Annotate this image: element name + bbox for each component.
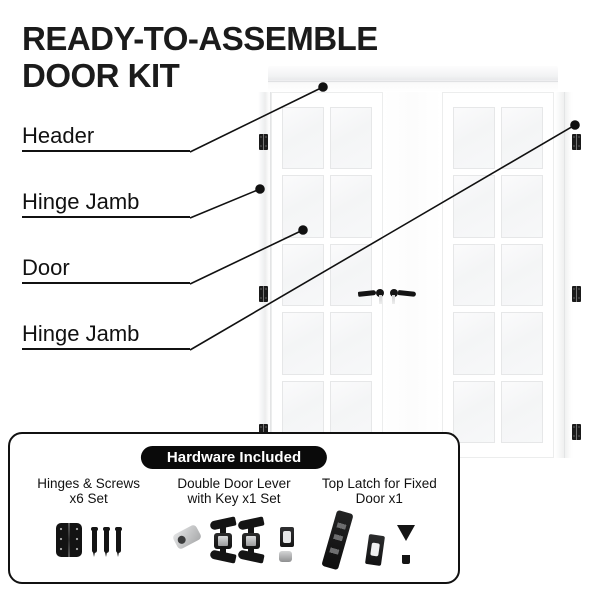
callout-hinge-jamb-bottom-label: Hinge Jamb [22, 321, 140, 346]
jamb-right-hinge-1 [572, 134, 581, 150]
latch-strike-plate-icon [365, 534, 386, 566]
key-icon [278, 551, 292, 562]
door-left-lite-grid [282, 107, 372, 443]
title-line-1: READY-TO-ASSEMBLE [22, 20, 378, 57]
lite [501, 312, 543, 375]
jamb-right-hinge-2 [572, 286, 581, 302]
callout-header-rule [22, 150, 190, 152]
lite [282, 312, 324, 375]
door-header-molding [268, 66, 558, 92]
lite [501, 175, 543, 238]
callout-door-label: Door [22, 255, 70, 280]
hardware-item-double-lever-caption: Double Door Lever with Key x1 Set [177, 476, 291, 506]
lite [453, 312, 495, 375]
screw-icon [115, 527, 123, 557]
screw-icon [91, 527, 99, 557]
callout-hinge-jamb-bottom-rule [22, 348, 190, 350]
lite [501, 107, 543, 170]
callout-hinge-jamb-top-label: Hinge Jamb [22, 189, 140, 214]
double-lever-set-icon [161, 506, 306, 574]
jamb-left-hinge-1 [259, 134, 268, 150]
latch-bracket-icon [397, 525, 416, 564]
hardware-items-row: Hinges & Screws x6 Set Double Door Lever… [16, 476, 452, 574]
door-lever-right-icon [390, 286, 417, 304]
lever-handle-icon [208, 511, 238, 569]
hardware-included-badge: Hardware Included [140, 446, 328, 469]
callout-header-label: Header [22, 123, 95, 148]
hardware-item-hinges-screws-caption: Hinges & Screws x6 Set [37, 476, 141, 506]
latch-bar-icon [321, 509, 354, 571]
screw-icon [103, 527, 111, 557]
lite [501, 243, 543, 307]
callout-hinge-jamb-top-rule [22, 216, 190, 218]
top-latch-icon [307, 506, 452, 574]
strike-plate-icon [279, 527, 294, 547]
lite [282, 243, 324, 307]
lite [282, 107, 324, 170]
key-cylinder-icon [171, 523, 203, 551]
door-panel-left [271, 92, 383, 458]
hardware-included-panel: Hardware Included Hinges & Screws x6 Set [8, 432, 460, 584]
lite [330, 107, 372, 170]
hardware-item-top-latch-caption: Top Latch for Fixed Door x1 [321, 476, 437, 506]
hardware-item-top-latch: Top Latch for Fixed Door x1 [307, 476, 452, 574]
lite [330, 175, 372, 238]
title-line-2: DOOR KIT [22, 57, 180, 94]
jamb-right-reveal-line [564, 92, 565, 458]
lite [453, 175, 495, 238]
door-panel-right [442, 92, 554, 458]
hardware-item-hinges-screws: Hinges & Screws x6 Set [16, 476, 161, 574]
lite [501, 380, 543, 443]
lever-handle-icon [236, 511, 266, 569]
page-title: READY-TO-ASSEMBLE DOOR KIT [22, 20, 502, 94]
callout-door: Door [22, 252, 190, 284]
door-kit-illustration [250, 58, 600, 458]
lite [453, 107, 495, 170]
hardware-item-double-lever: Double Door Lever with Key x1 Set [161, 476, 306, 574]
callout-door-rule [22, 282, 190, 284]
lite [453, 243, 495, 307]
jamb-left-hinge-2 [259, 286, 268, 302]
door-right-lite-grid [453, 107, 543, 443]
lite [282, 175, 324, 238]
lite [453, 380, 495, 443]
door-center-gap [383, 92, 442, 458]
lite [330, 312, 372, 375]
callout-hinge-jamb-top: Hinge Jamb [22, 186, 190, 218]
callout-header: Header [22, 120, 190, 152]
hinge-and-screws-icon [16, 506, 161, 574]
door-lever-left-icon [357, 286, 384, 304]
jamb-right-hinge-3 [572, 424, 581, 440]
hinge-plate-icon [56, 523, 83, 557]
callout-hinge-jamb-bottom: Hinge Jamb [22, 318, 190, 350]
screws-group [91, 527, 123, 557]
